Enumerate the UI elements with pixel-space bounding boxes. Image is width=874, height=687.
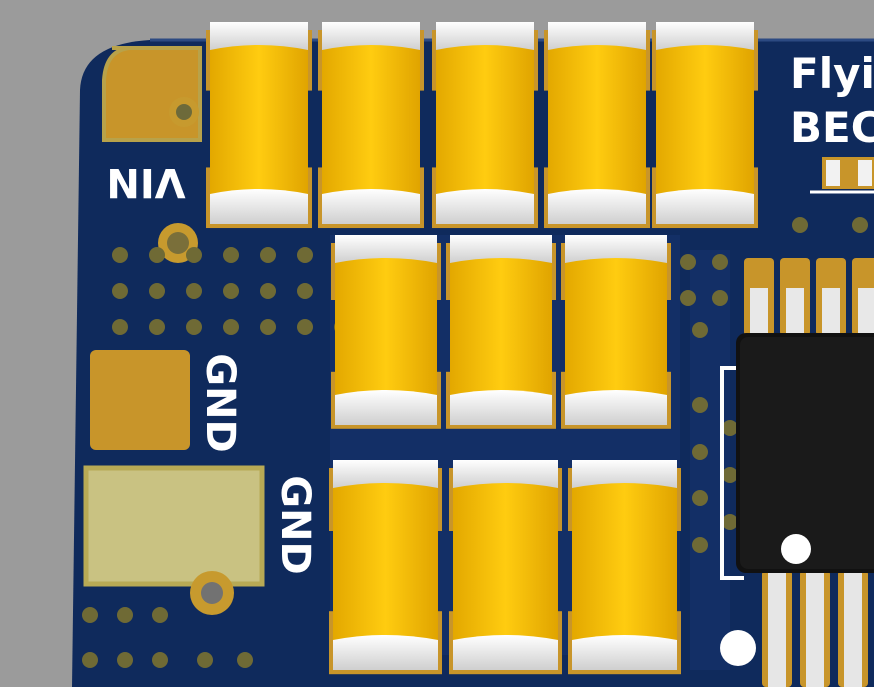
via [197, 652, 213, 668]
capacitor-array [206, 22, 758, 675]
small-resistor-end [858, 160, 872, 186]
brand-label-line2: BEC [790, 103, 874, 152]
via-large [201, 582, 223, 604]
via [692, 322, 708, 338]
capacitor [331, 235, 441, 429]
via [152, 652, 168, 668]
capacitor [544, 22, 650, 229]
via [692, 397, 708, 413]
via [297, 319, 313, 335]
via [692, 490, 708, 506]
ic-pin [838, 570, 868, 687]
via [223, 283, 239, 299]
via [680, 254, 696, 270]
via [149, 283, 165, 299]
ic-pin [780, 258, 810, 336]
via [112, 283, 128, 299]
via [117, 652, 133, 668]
via [82, 607, 98, 623]
capacitor [432, 22, 538, 229]
capacitor [652, 22, 758, 229]
ic-chip [736, 258, 874, 687]
via [82, 652, 98, 668]
ic-pin [852, 258, 874, 336]
via [112, 247, 128, 263]
via [112, 319, 128, 335]
via [852, 217, 868, 233]
via [722, 514, 738, 530]
gnd-pad [90, 350, 190, 450]
gnd-label-lower: GND [272, 475, 318, 575]
via [722, 467, 738, 483]
via [186, 283, 202, 299]
via [260, 319, 276, 335]
via [722, 420, 738, 436]
via [117, 607, 133, 623]
capacitor [318, 22, 424, 229]
brand-label-line1: Flyi [790, 49, 874, 98]
silk-dot [720, 630, 756, 666]
pin1-marker [781, 534, 811, 564]
gnd-label-upper: GND [197, 353, 243, 453]
via [297, 283, 313, 299]
via [260, 283, 276, 299]
capacitor [449, 460, 562, 675]
capacitor [329, 460, 442, 675]
via [186, 247, 202, 263]
via [792, 217, 808, 233]
capacitor [561, 235, 671, 429]
via [692, 444, 708, 460]
ic-pin [800, 570, 830, 687]
via [223, 247, 239, 263]
capacitor [206, 22, 312, 229]
via [152, 607, 168, 623]
small-resistor-end [826, 160, 840, 186]
capacitor [568, 460, 681, 675]
via [149, 319, 165, 335]
via [680, 290, 696, 306]
silk-outline [720, 366, 744, 580]
via [149, 247, 165, 263]
via [186, 319, 202, 335]
capacitor [446, 235, 556, 429]
via [712, 254, 728, 270]
via [712, 290, 728, 306]
ic-pin [816, 258, 846, 336]
ic-pin [762, 570, 792, 687]
vin-label: VIN [106, 159, 185, 205]
via [297, 247, 313, 263]
via [237, 652, 253, 668]
via [223, 319, 239, 335]
via [260, 247, 276, 263]
via [692, 537, 708, 553]
ic-pin [744, 258, 774, 336]
gnd-pad-exposed [83, 465, 265, 587]
via-large [167, 232, 189, 254]
via [176, 104, 192, 120]
